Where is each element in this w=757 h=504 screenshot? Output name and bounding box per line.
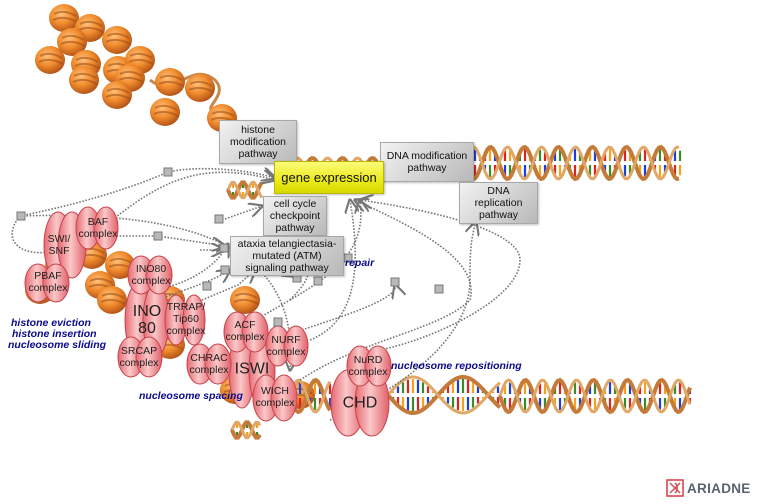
baf-complex-shape: [75, 206, 119, 250]
gene-expression-box[interactable]: gene expression: [274, 161, 384, 194]
histone-eviction-label: histone eviction: [11, 317, 91, 329]
connector-edge: [99, 172, 275, 231]
trrap-tip60-complex-label[interactable]: TRRAP/ Tip60 complex: [166, 301, 206, 337]
pbaf-complex-shape: [24, 263, 70, 303]
dna-replication-pathway-box[interactable]: DNA replication pathway: [459, 182, 538, 224]
connector-node: [163, 167, 173, 177]
atm-signaling-pathway-box[interactable]: ataxia telangiectasia- mutated (ATM) sig…: [230, 236, 344, 276]
wich-complex-label[interactable]: WICH complex: [255, 385, 295, 409]
iswi-label[interactable]: ISWI: [234, 360, 270, 378]
ino80-label[interactable]: INO 80: [132, 303, 162, 337]
chd-complex-shape: [330, 369, 390, 437]
connector-node: [220, 265, 230, 275]
connector-node: [313, 276, 323, 286]
ariadne-logo-text: ARIADNE: [687, 480, 751, 496]
wich-complex-shape: [252, 374, 298, 422]
connector-node: [390, 277, 400, 287]
baf-complex-label[interactable]: BAF complex: [78, 216, 118, 240]
connector-node: [434, 284, 444, 294]
dna-modification-pathway-box[interactable]: DNA modification pathway: [380, 142, 474, 182]
acf-complex-label[interactable]: ACF complex: [225, 319, 265, 343]
connector-node: [273, 317, 283, 327]
nucleosome-spacing-label: nucleosome spacing: [139, 390, 243, 402]
connector-edge: [360, 200, 521, 351]
nucleosome-sliding-label: nucleosome sliding: [8, 339, 107, 351]
connector-edge: [221, 206, 262, 221]
pbaf-complex-label[interactable]: PBAF complex: [28, 270, 68, 294]
chrac-complex-shape: [186, 343, 232, 385]
ariadne-logo-icon: [666, 479, 684, 497]
dna-helix-fragment: [226, 180, 264, 440]
nurd-complex-label[interactable]: NuRD complex: [348, 354, 388, 378]
connector-node: [214, 214, 224, 224]
srcap-complex-shape: [117, 336, 163, 378]
connector-node: [16, 211, 26, 221]
connector-edge: [299, 200, 472, 381]
trrap-tip60-complex-shape: [164, 294, 206, 346]
connector-node: [202, 281, 212, 291]
dna-helix-bottom: [288, 375, 692, 415]
ino80-complex-label[interactable]: INO80 complex: [131, 263, 171, 287]
nucleosome-repositioning-label: nucleosome repositioning: [391, 360, 522, 372]
connector-edge: [295, 285, 395, 333]
ariadne-logo: ARIADNE: [666, 479, 751, 497]
histone-insertion-label: histone insertion: [12, 328, 97, 340]
repair-label: repair: [345, 257, 375, 269]
protein-complexes: [24, 206, 392, 437]
srcap-complex-label[interactable]: SRCAP complex: [119, 345, 159, 369]
connector-node: [343, 253, 353, 263]
connector-node: [153, 231, 163, 241]
connector-node: [219, 243, 229, 253]
histone-modification-pathway-box[interactable]: histone modification pathway: [219, 120, 297, 164]
acf-complex-shape: [223, 311, 269, 353]
chd-label[interactable]: CHD: [342, 394, 378, 412]
chrac-complex-label[interactable]: CHRAC complex: [189, 352, 229, 376]
swi-snf-label[interactable]: SWI/ SNF: [47, 233, 71, 257]
nurd-complex-shape: [346, 345, 392, 387]
cell-cycle-checkpoint-pathway-box[interactable]: cell cycle checkpoint pathway: [263, 196, 327, 236]
nurf-complex-label[interactable]: NURF complex: [266, 334, 306, 358]
ino80-complex-complex-shape: [127, 255, 173, 295]
connector-edge: [329, 222, 476, 421]
connector-edge: [189, 270, 255, 306]
